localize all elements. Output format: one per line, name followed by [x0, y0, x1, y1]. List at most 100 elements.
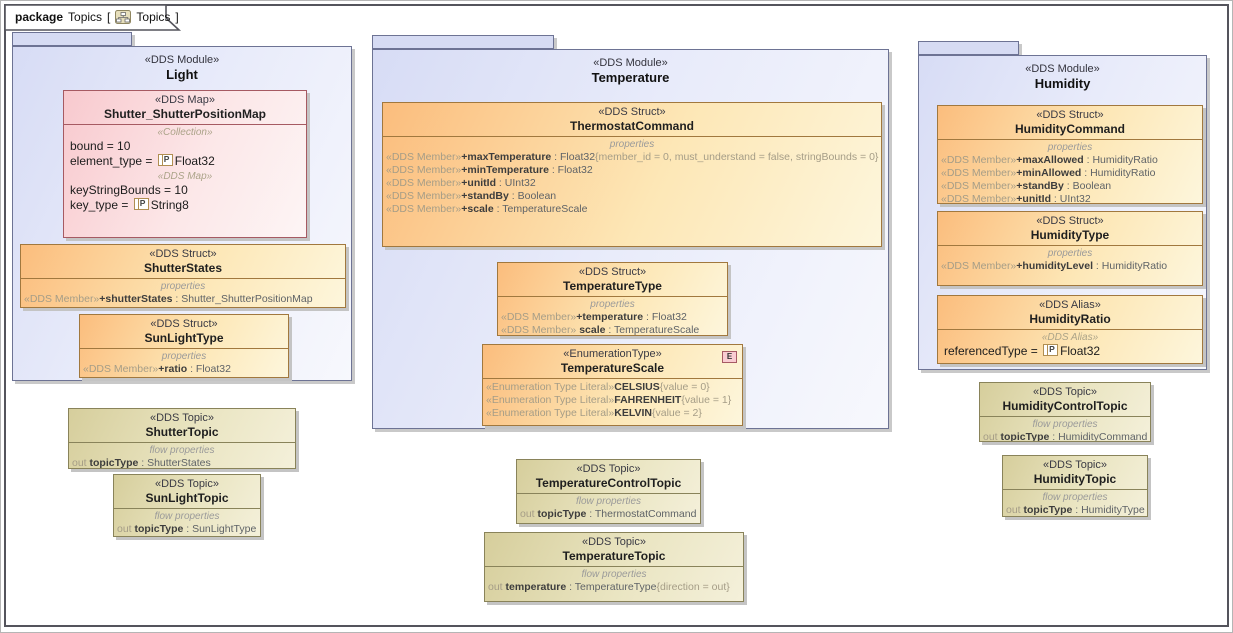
class-box-shuttertopic[interactable]: «DDS Topic» ShutterTopic flow properties… [68, 408, 296, 469]
class-name: HumidityCommand [1014, 122, 1125, 136]
stereotype: «EnumerationType» [563, 348, 662, 360]
member-row: out topicType : ShutterStates [72, 457, 211, 469]
package-diagram-icon [115, 10, 132, 24]
box-header: «DDS Topic» HumidityControlTopic [980, 383, 1150, 417]
member-row: «DDS Member»+unitId : UInt32 [941, 193, 1091, 204]
class-name: ShutterStates [143, 261, 223, 275]
module-name: Temperature [591, 70, 670, 85]
class-box-humidityratio[interactable]: «DDS Alias» HumidityRatio «DDS Alias» re… [937, 295, 1203, 364]
class-name: HumidityControlTopic [1002, 399, 1128, 413]
class-box-humiditytype[interactable]: «DDS Struct» HumidityType properties «DD… [937, 211, 1203, 286]
frame-open-bracket: [ [107, 10, 111, 24]
stereotype: «DDS Module» [593, 57, 668, 69]
member-row: out topicType : HumidityCommand [983, 431, 1148, 442]
section-label: properties [590, 299, 635, 310]
member-row: «DDS Member»+standBy : Boolean [386, 190, 557, 202]
member-row: out temperature : TemperatureType{direct… [488, 581, 730, 593]
member-row: out topicType : ThermostatCommand [520, 508, 697, 520]
class-box-shutterstates[interactable]: «DDS Struct» ShutterStates properties «D… [20, 244, 346, 308]
primitive-type-icon: P [133, 198, 149, 210]
member-row: «DDS Member»+minTemperature : Float32 [386, 164, 593, 176]
box-header: «DDS Struct» HumidityCommand [938, 106, 1202, 140]
class-name: TemperatureScale [560, 361, 665, 375]
section-label: properties [160, 281, 206, 292]
enum-literal-row: «Enumeration Type Literal»CELSIUS{value … [486, 381, 710, 393]
frame-diagram-name: Topics [136, 10, 171, 24]
class-name: SunLightType [144, 331, 224, 345]
class-name: Shutter_ShutterPositionMap [103, 107, 266, 121]
section-label: flow properties [1032, 419, 1098, 430]
box-header: «DDS Alias» HumidityRatio [938, 296, 1202, 330]
stereotype: «DDS Topic» [155, 478, 219, 490]
class-box-thermostatcommand[interactable]: «DDS Struct» ThermostatCommand propertie… [382, 102, 882, 247]
stereotype: «DDS Topic» [576, 463, 641, 475]
package-humidity-tab[interactable] [918, 41, 1019, 55]
package-humidity-title: «DDS Module» Humidity [919, 56, 1206, 92]
frame-kind: package [15, 10, 64, 24]
stereotype: «DDS Topic» [1033, 386, 1097, 398]
class-box-temperaturetopic[interactable]: «DDS Topic» TemperatureTopic flow proper… [484, 532, 744, 602]
frame-name: Topics [68, 10, 103, 24]
class-name: TemperatureType [563, 279, 662, 293]
class-box-temperaturetype[interactable]: «DDS Struct» TemperatureType properties … [497, 262, 728, 336]
diagram-frame [4, 4, 1229, 627]
member-row: «DDS Member»+maxAllowed : HumidityRatio [941, 154, 1158, 166]
module-name: Humidity [1034, 76, 1091, 91]
class-name: TemperatureControlTopic [535, 476, 682, 490]
member-row: «DDS Member»+unitId : UInt32 [386, 177, 536, 189]
section-label: properties [609, 139, 655, 150]
member-row: «DDS Member» scale : TemperatureScale [501, 324, 700, 336]
stereotype: «DDS Struct» [578, 266, 647, 278]
member-row: «DDS Member»+minAllowed : HumidityRatio [941, 167, 1156, 179]
class-box-temperaturecontroltopic[interactable]: «DDS Topic» TemperatureControlTopic flow… [516, 459, 701, 524]
box-header: «DDS Struct» ThermostatCommand [383, 103, 881, 137]
stereotype: «DDS Alias» [1039, 299, 1101, 311]
stereotype: «DDS Topic» [1043, 459, 1107, 471]
section-label: properties [1047, 142, 1093, 153]
package-temperature-tab[interactable] [372, 35, 554, 49]
member-row: «DDS Member»+ratio : Float32 [83, 363, 231, 375]
stereotype: «DDS Struct» [1036, 215, 1104, 227]
diagram-name-tab[interactable]: package Topics [ Topics] [4, 4, 194, 32]
box-header: «DDS Topic» ShutterTopic [69, 409, 295, 443]
member-row: «DDS Member»+scale : TemperatureScale [386, 203, 588, 215]
member-row: «DDS Member»+maxTemperature : Float32{me… [386, 151, 879, 163]
class-box-sunlighttopic[interactable]: «DDS Topic» SunLightTopic flow propertie… [113, 474, 261, 537]
frame-close-bracket: ] [175, 10, 179, 24]
box-header: «DDS Map» Shutter_ShutterPositionMap [64, 91, 306, 125]
stereotype: «DDS Struct» [149, 248, 217, 260]
section-label: flow properties [1042, 492, 1108, 503]
primitive-type-icon: P [1043, 344, 1059, 356]
class-box-shutter-shutterpositionmap[interactable]: «DDS Map» Shutter_ShutterPositionMap «Co… [63, 90, 307, 238]
class-name: SunLightTopic [145, 491, 229, 505]
member-row: out topicType : SunLightType [117, 523, 257, 535]
stereotype: «DDS Struct» [598, 106, 666, 118]
section-label: properties [161, 351, 207, 362]
class-name: HumidityTopic [1033, 472, 1117, 486]
member-row: «DDS Member»+temperature : Float32 [501, 311, 687, 323]
tab-outline [4, 4, 182, 31]
enum-box-temperaturescale[interactable]: «EnumerationType» TemperatureScale E «En… [482, 344, 743, 426]
class-box-humiditytopic[interactable]: «DDS Topic» HumidityTopic flow propertie… [1002, 455, 1148, 517]
tab-text: package Topics [ Topics] [15, 10, 179, 24]
package-light-title: «DDS Module» Light [13, 47, 351, 83]
stereotype: «DDS Module» [1025, 63, 1100, 75]
class-name: ShutterTopic [145, 425, 219, 439]
stereotype: «DDS Module» [144, 54, 220, 66]
member-row: «DDS Member»+standBy : Boolean [941, 180, 1112, 192]
class-box-sunlighttype[interactable]: «DDS Struct» SunLightType properties «DD… [79, 314, 289, 378]
attribute-line: bound = 10 [70, 139, 131, 153]
section-label: flow properties [149, 445, 215, 456]
class-name: HumidityType [1030, 228, 1110, 242]
box-header: «DDS Topic» HumidityTopic [1003, 456, 1147, 490]
box-header: «DDS Topic» SunLightTopic [114, 475, 260, 509]
class-box-humiditycontroltopic[interactable]: «DDS Topic» HumidityControlTopic flow pr… [979, 382, 1151, 442]
package-light-tab[interactable] [12, 32, 132, 46]
section-label: «DDS Map» [157, 171, 213, 182]
class-box-humiditycommand[interactable]: «DDS Struct» HumidityCommand properties … [937, 105, 1203, 204]
box-header: «DDS Topic» TemperatureControlTopic [517, 460, 700, 494]
stereotype: «DDS Struct» [1036, 109, 1104, 121]
